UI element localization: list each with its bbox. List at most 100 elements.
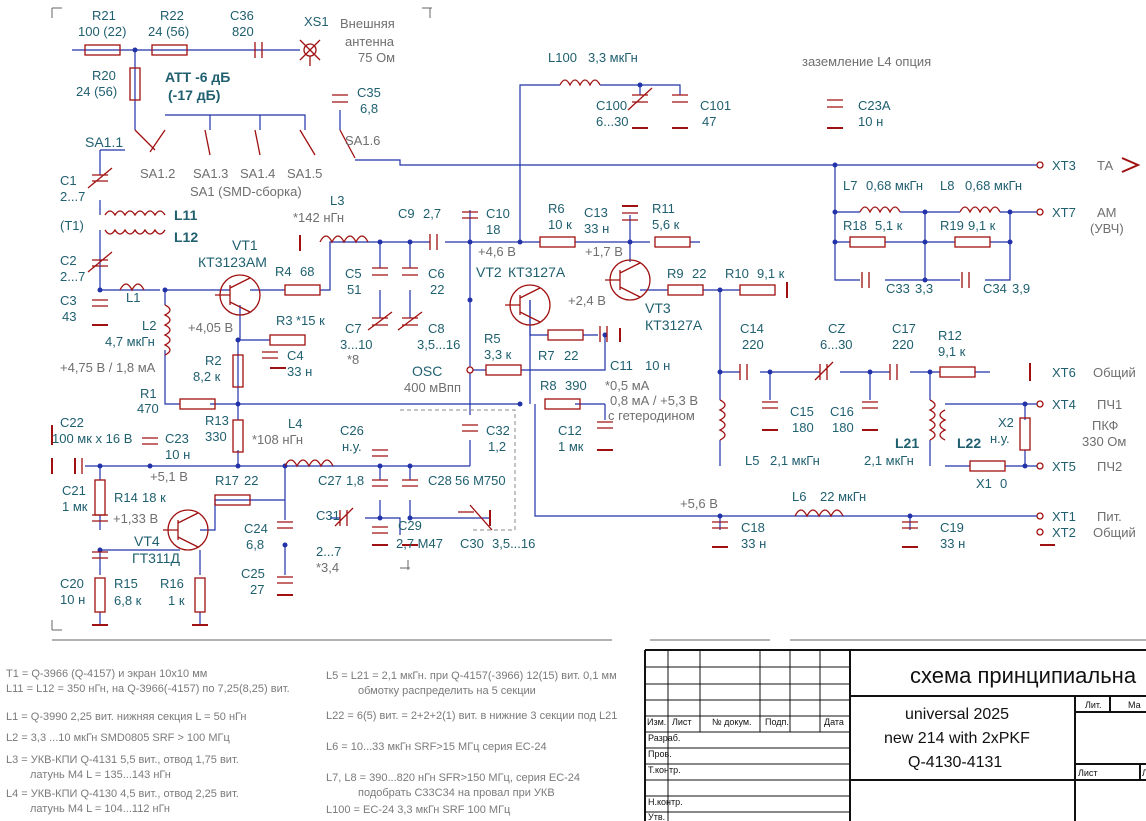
label-R1-ref: R1 (140, 386, 157, 401)
label-VT2-ref: VT2 (476, 264, 502, 280)
label-C3-value: 43 (62, 309, 76, 324)
label-R4-value: 68 (300, 264, 314, 279)
tb-header-3: Подп. (765, 717, 789, 727)
label-C26-value: н.у. (342, 439, 362, 454)
label-X1-ref: X1 (976, 476, 992, 491)
label-R17-ref: R17 (215, 473, 239, 488)
note-left-5: латунь М4 L = 135...143 нГн (30, 769, 171, 781)
label-C4-value: 33 н (287, 364, 312, 379)
label-C22-value: 100 мк х 16 В (52, 431, 132, 446)
label-L7-value: 0,68 мкГн (866, 178, 923, 193)
note-left-4: L3 = УКВ-КПИ Q-4131 5,5 вит., отвод 1,75… (6, 754, 239, 766)
label-C10-ref: C10 (486, 206, 510, 221)
connector-XT7-ref: XT7 (1052, 205, 1076, 220)
label-C11-ref: C11 (610, 358, 633, 373)
net-v405: +4,05 В (188, 320, 233, 335)
label-C20-value: 10 н (60, 592, 85, 607)
tb-header-2: № докум. (712, 717, 752, 727)
label-XS1-line1: Внешняя (340, 16, 395, 31)
connector-XT2-ref: XT2 (1052, 525, 1076, 540)
note-left-1: L11 = L12 = 350 нГн, на Q-3966(-4157) по… (6, 683, 290, 695)
net-v475: +4,75 В / 1,8 мА (60, 360, 156, 375)
label-R9-value: 22 (692, 266, 706, 281)
label-C23A-value: 10 н (858, 114, 883, 129)
label-C34-ref: C34 (983, 281, 1007, 296)
label-C36-value: 820 (232, 24, 254, 39)
wires (72, 49, 1030, 625)
label-C20-ref: C20 (60, 576, 84, 591)
label-CZ-value: 6...30 (820, 337, 853, 352)
tb-header-0: Изм. (647, 717, 666, 727)
net-v46: +4,6 В (478, 244, 516, 259)
label-R8-ref: R8 (540, 378, 557, 393)
label-C14-value: 220 (742, 337, 764, 352)
label-C12-ref: C12 (558, 423, 582, 438)
note-left-2: L1 = Q-3990 2,25 вит. нижняя секция L = … (6, 711, 246, 723)
label-C6-value: 22 (430, 282, 444, 297)
label-VT3-value: КТ3127А (645, 317, 703, 333)
note-right-5: подобрать С33С34 на провал при УКВ (358, 787, 555, 799)
label-C31-note: *3,4 (316, 560, 339, 575)
net-meas-3: с гетеродином (608, 408, 695, 423)
label-R10-value: 9,1 к (757, 266, 785, 281)
label-L8-value: 0,68 мкГн (965, 178, 1022, 193)
label-SA1.3: SA1.3 (193, 166, 228, 181)
connector-labels: XT3 ТА XT7 АМ (УВЧ) XT6 Общий XT4 ПЧ1 ПК… (1052, 158, 1136, 540)
label-C101-value: 47 (702, 114, 716, 129)
label-C19-value: 33 н (940, 536, 965, 551)
label-L21-value: 2,1 мкГн (864, 453, 914, 468)
label-C13-ref: C13 (584, 205, 608, 220)
component-labels: R21 100 (22) R22 24 (56) C36 820 XS1 Вне… (52, 8, 1030, 608)
label-C7-value: 3...10 (340, 337, 373, 352)
label-L2-ref: L2 (142, 318, 156, 333)
label-R20-value: 24 (56) (76, 84, 117, 99)
label-L11: L11 (174, 207, 198, 223)
connector-XT3-name: ТА (1097, 158, 1114, 173)
label-X1-value: 0 (1000, 476, 1007, 491)
connector-XT6-name: Общий (1093, 365, 1136, 380)
label-VT4-value: ГТ311Д (132, 550, 180, 566)
label-R22-value: 24 (56) (148, 24, 189, 39)
label-C101-ref: C101 (700, 98, 731, 113)
label-C14-ref: C14 (740, 321, 764, 336)
label-L5-ref: L5 (745, 453, 759, 468)
label-L7-ref: L7 (843, 178, 857, 193)
label-R4-ref: R4 (275, 264, 292, 279)
label-C17-ref: C17 (892, 321, 916, 336)
label-C17-value: 220 (892, 337, 914, 352)
label-C33-value: 3,3 (915, 281, 933, 296)
label-R8-value: 390 (565, 378, 587, 393)
connector-XT6-ref: XT6 (1052, 365, 1076, 380)
label-C1-value: 2...7 (60, 189, 85, 204)
junctions (97, 47, 1028, 553)
label-C31-ref: C31 (316, 508, 340, 523)
connector-pkf-1: ПКФ (1092, 418, 1118, 433)
label-C4-ref: C4 (287, 348, 304, 363)
label-C9-ref: C9 (398, 206, 415, 221)
label-SA1.6: SA1.6 (345, 133, 380, 148)
tb-row-2: Т.контр. (648, 765, 681, 775)
label-C13-value: 33 н (584, 221, 609, 236)
label-R18-value: 5,1 к (875, 218, 903, 233)
net-labels: +4,75 В / 1,8 мА +4,05 В +4,6 В +1,7 В +… (60, 54, 931, 526)
note-left-3: L2 = 3,3 ...10 мкГн SMD0805 SRF > 100 МГ… (6, 732, 230, 744)
label-C24-ref: C24 (244, 521, 268, 536)
connector-XT3-ref: XT3 (1052, 158, 1076, 173)
label-R9-ref: R9 (667, 266, 684, 281)
label-C24-value: 6,8 (246, 537, 264, 552)
label-C3-ref: C3 (60, 293, 77, 308)
label-C6-ref: C6 (428, 266, 445, 281)
note-left-0: T1 = Q-3966 (Q-4157) и экран 10х10 мм (6, 668, 207, 680)
label-C15-value: 180 (792, 420, 814, 435)
net-v24: +2,4 В (568, 293, 606, 308)
label-L4-value: *108 нГн (252, 432, 303, 447)
label-R14-ref: R14 (114, 490, 138, 505)
label-R19-value: 9,1 к (968, 218, 996, 233)
label-C36-ref: C36 (230, 8, 254, 23)
label-C31-value: 2...7 (316, 544, 341, 559)
label-R20-ref: R20 (92, 68, 116, 83)
connector-XT7-name2: (УВЧ) (1090, 221, 1124, 236)
label-C35-ref: C35 (357, 85, 381, 100)
label-R12-value: 9,1 к (938, 344, 966, 359)
label-L3-ref: L3 (330, 193, 344, 208)
